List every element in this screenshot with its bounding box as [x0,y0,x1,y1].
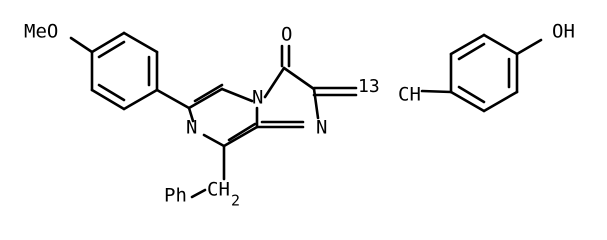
hydroxy-label: OH [552,21,575,43]
imidazolone-ring [255,66,320,129]
chemical-structure-diagram: MeO OH O N N N 13 CH Ph CH 2 [24,20,575,210]
methoxy-bond [69,36,94,54]
benzyl-bond-2 [190,188,207,199]
pyrazine-nitrogen-label: N [186,117,197,139]
isotope-label: 13 [358,76,380,97]
methylidene-aryl-bond [420,89,453,94]
hydroxy-bond [515,38,543,56]
ch2-subscript-label: 2 [231,192,240,210]
aryl-pyrazine-bond [155,88,191,110]
methylidene-label: CH [398,84,421,106]
methoxy-label: MeO [24,21,58,43]
imidazole-nitrogen-label: N [316,117,327,139]
hydroxyphenyl-ring [449,33,519,113]
methoxyphenyl-ring [90,31,159,111]
benzylic-ch-label: CH [207,179,230,201]
structure-svg: MeO OH O N N N 13 CH Ph CH 2 [24,21,575,210]
bridgehead-nitrogen-label: N [252,87,263,109]
carbonyl-oxygen-label: O [281,24,292,46]
pyrazine-ring [187,83,259,148]
phenyl-label: Ph [164,185,187,207]
